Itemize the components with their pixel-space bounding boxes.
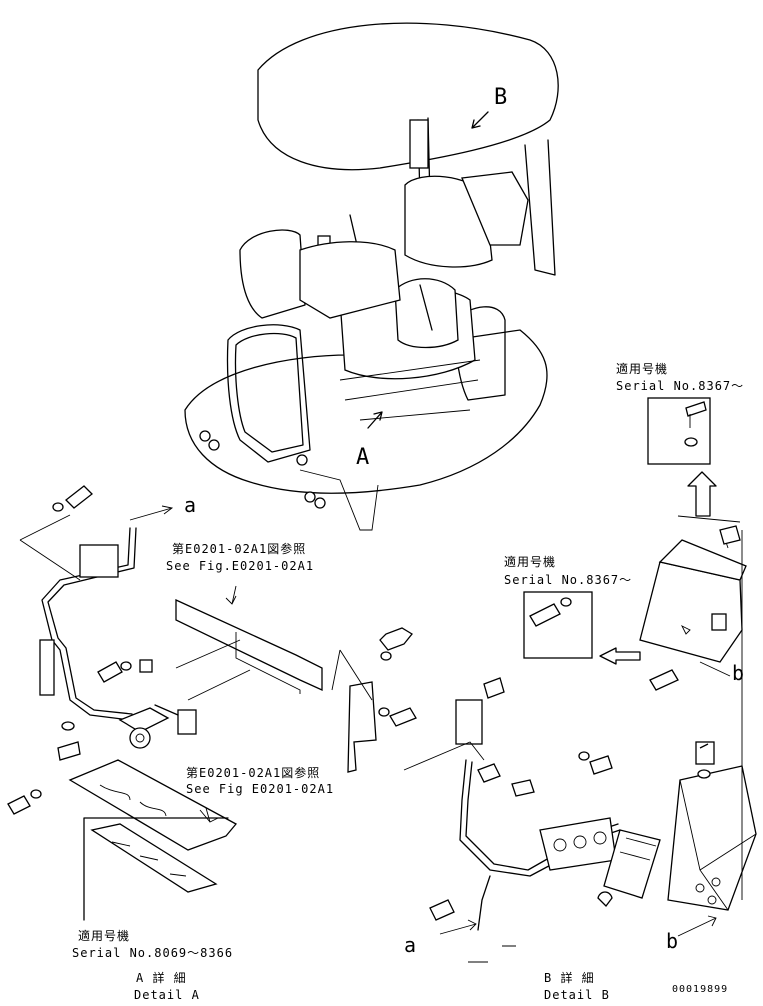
- arrow-left-icon: [599, 647, 641, 665]
- callout-b-right: b: [732, 661, 744, 685]
- callout-a-bottom: a: [404, 933, 416, 957]
- fig-ref-1-en: See Fig.E0201-02A1: [166, 559, 314, 573]
- drawing-number: 00019899: [672, 984, 728, 995]
- view-label-b: B: [494, 85, 507, 110]
- bolt-icon: [7, 789, 42, 815]
- serial-1-en: Serial No.8367～: [616, 379, 744, 393]
- serial-1-jp: 適用号機: [616, 361, 668, 376]
- detail-a-illustration: [7, 485, 323, 921]
- operator-station-illustration: [184, 22, 559, 531]
- detail-a-jp: A 詳 細: [136, 970, 187, 985]
- serial-2-en: Serial No.8367～: [504, 573, 632, 587]
- bolt-icon: [57, 721, 81, 761]
- view-label-a: A: [356, 445, 369, 470]
- view-arrow-b: [471, 111, 489, 129]
- arrow-up-icon: [687, 471, 717, 517]
- fig-ref-2-jp: 第E0201-02A1図参照: [186, 765, 320, 780]
- view-arrow-a: [367, 411, 383, 429]
- detail-b-illustration: [331, 397, 757, 963]
- detail-b-en: Detail B: [544, 988, 610, 1002]
- fig-ref-1-jp: 第E0201-02A1図参照: [172, 541, 306, 556]
- serial-3-jp: 適用号機: [78, 928, 130, 943]
- callout-a-top: a: [184, 493, 196, 517]
- detail-b-jp: B 詳 細: [544, 970, 595, 985]
- callout-b-bottom: b: [666, 929, 678, 953]
- detail-a-en: Detail A: [134, 988, 200, 1002]
- fig-ref-2-en: See Fig E0201-02A1: [186, 782, 334, 796]
- mount-feet: [199, 430, 326, 509]
- bolt-icon: [52, 485, 93, 512]
- serial-2-jp: 適用号機: [504, 554, 556, 569]
- serial-3-en: Serial No.8069～8366: [72, 946, 233, 960]
- bolt-icon: [97, 661, 132, 683]
- serial-box-2: [523, 591, 593, 659]
